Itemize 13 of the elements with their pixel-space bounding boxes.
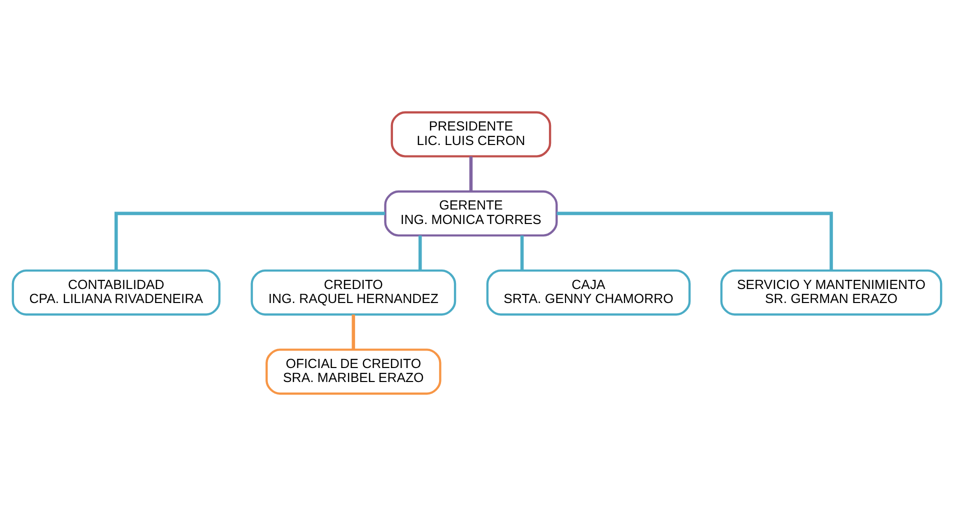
connector — [469, 156, 473, 192]
node-box: CONTABILIDAD CPA. LILIANA RIVADENEIRA — [12, 269, 220, 316]
node-box: CAJA SRTA. GENNY CHAMORRO — [486, 269, 691, 316]
node-box: OFICIAL DE CREDITO SRA. MARIBEL ERAZO — [266, 348, 442, 395]
connector — [114, 212, 386, 270]
node-box: SERVICIO Y MANTENIMIENTO SR. GERMAN ERAZO — [720, 269, 942, 316]
connector — [520, 236, 524, 270]
node-box: CREDITO ING. RAQUEL HERNANDEZ — [250, 269, 456, 316]
connector — [352, 314, 356, 350]
connector — [556, 212, 833, 270]
node-box: GERENTE ING. MONICA TORRES — [384, 190, 558, 237]
node-box: PRESIDENTE LIC. LUIS CERON — [390, 111, 552, 158]
connector — [418, 236, 422, 270]
